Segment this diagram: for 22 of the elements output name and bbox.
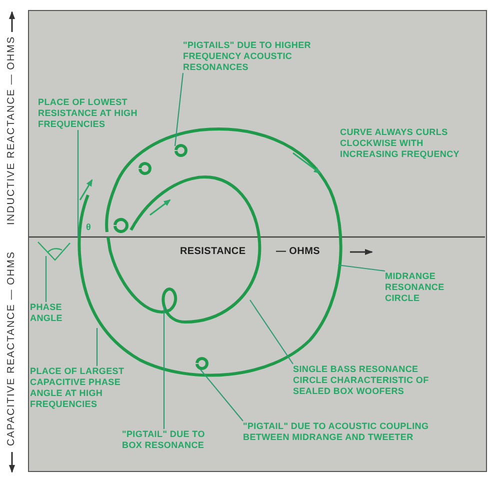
leader-line xyxy=(338,264,386,272)
annotation-text: CURVE ALWAYS CURLS CLOCKWISE WITH INCREASING FREQUENCY xyxy=(340,127,460,160)
callout-text: MIDRANGE RESONANCE CIRCLE xyxy=(385,271,465,304)
leader-line xyxy=(200,368,244,422)
callout-text: "PIGTAIL" DUE TO BOX RESONANCE xyxy=(122,429,222,451)
callout-text: PLACE OF LOWEST RESISTANCE AT HIGH FREQUENCIES xyxy=(38,97,153,130)
axis-label: RESISTANCE xyxy=(180,246,246,257)
callout-text: "PIGTAILS" DUE TO HIGHER FREQUENCY ACOUSTIC RESONANCES xyxy=(183,40,358,73)
callout-text: SINGLE BASS RESONANCE CIRCLE CHARACTERISTIC OF SEALED BOX WOOFERS xyxy=(293,364,453,397)
callout-text: "PIGTAIL" DUE TO ACOUSTIC COUPLING BETWEEN MIDRANGE AND TWEETER xyxy=(243,421,463,443)
axis-label: INDUCTIVE REACTANCE — OHMS xyxy=(6,36,17,225)
leader-line xyxy=(250,300,294,364)
axis-label: — OHMS xyxy=(276,246,320,257)
callout-text: PHASE ANGLE xyxy=(30,302,78,324)
leader-line xyxy=(96,328,98,366)
leader-line xyxy=(45,256,47,302)
callout-text: PLACE OF LARGEST CAPACITIVE PHASE ANGLE AT HIGH FREQUENCIES xyxy=(30,366,145,410)
angle-symbol: θ xyxy=(86,222,92,233)
axis-label: CAPACITIVE REACTANCE — OHMS xyxy=(6,251,17,446)
leader-line xyxy=(77,130,79,237)
leader-line xyxy=(174,72,184,146)
leader-line xyxy=(163,306,165,429)
